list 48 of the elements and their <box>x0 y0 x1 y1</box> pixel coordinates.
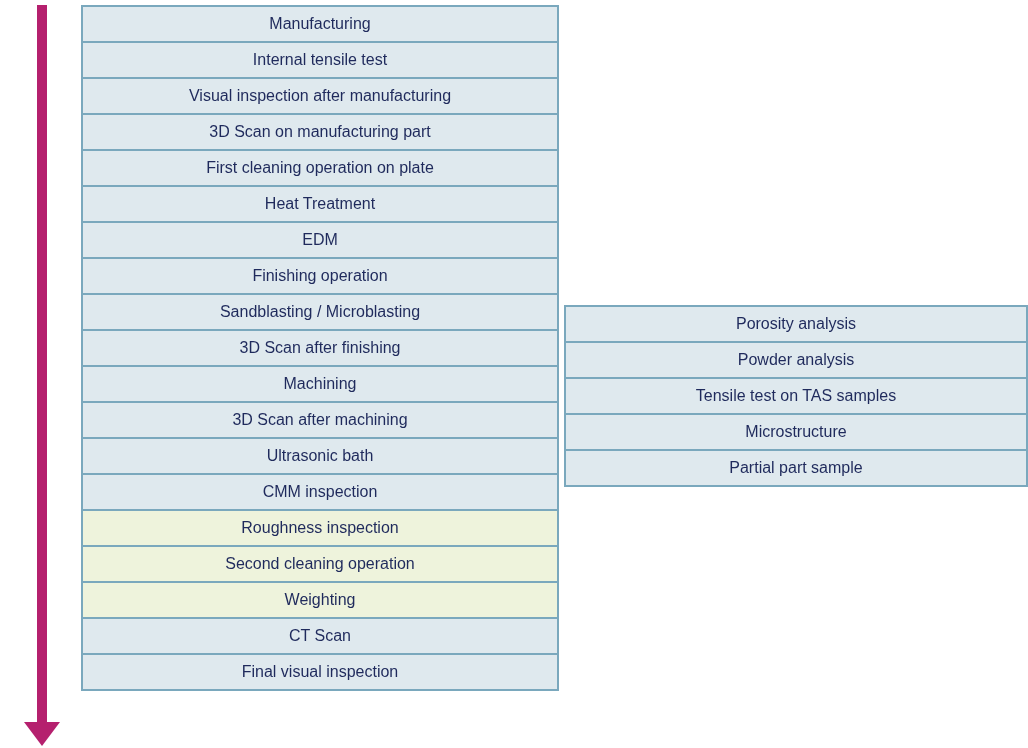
process-step-box <box>564 341 1028 379</box>
process-step-box <box>81 581 559 619</box>
step-label: CMM inspection <box>262 483 378 501</box>
step-label: 3D Scan on manufacturing part <box>209 123 431 141</box>
process-step-box <box>81 221 559 259</box>
step-label: Finishing operation <box>252 267 388 285</box>
process-step-box <box>81 437 559 475</box>
process-step-box <box>81 653 559 691</box>
step-label: Ultrasonic bath <box>266 447 374 465</box>
step-label: 3D Scan after machining <box>232 411 408 429</box>
process-step-box <box>81 617 559 655</box>
step-label: CT Scan <box>289 627 351 645</box>
step-label: Machining <box>283 375 357 393</box>
step-label: Sandblasting / Microblasting <box>219 303 421 321</box>
step-label: Roughness inspection <box>241 519 399 537</box>
process-step-box <box>81 473 559 511</box>
process-step-box <box>81 257 559 295</box>
step-label: EDM <box>302 231 338 249</box>
process-step-box <box>81 5 559 43</box>
step-label: Microstructure <box>745 423 847 441</box>
step-label: Powder analysis <box>737 351 855 369</box>
process-step-box <box>81 185 559 223</box>
step-label: Partial part sample <box>729 459 863 477</box>
process-step-box <box>81 365 559 403</box>
step-label: Tensile test on TAS samples <box>695 387 897 405</box>
process-step-box <box>81 545 559 583</box>
step-label: 3D Scan after finishing <box>239 339 401 357</box>
step-label: Manufacturing <box>269 15 371 33</box>
process-step-box <box>81 41 559 79</box>
step-label: Porosity analysis <box>735 315 856 333</box>
step-label: Second cleaning operation <box>225 555 415 573</box>
step-label: Heat Treatment <box>264 195 376 213</box>
step-label: Internal tensile test <box>252 51 388 69</box>
process-step-box <box>81 401 559 439</box>
step-label: Final visual inspection <box>241 663 399 681</box>
process-step-box <box>81 149 559 187</box>
process-step-box <box>564 449 1028 487</box>
step-label: Visual inspection after manufacturing <box>188 87 452 105</box>
step-label: First cleaning operation on plate <box>206 159 434 177</box>
process-step-box <box>81 509 559 547</box>
process-step-box <box>81 113 559 151</box>
process-step-box <box>564 413 1028 451</box>
process-step-box <box>81 77 559 115</box>
process-step-box <box>564 377 1028 415</box>
process-step-box <box>81 293 559 331</box>
process-step-box <box>81 329 559 367</box>
step-label: Weighting <box>284 591 356 609</box>
process-step-box <box>564 305 1028 343</box>
